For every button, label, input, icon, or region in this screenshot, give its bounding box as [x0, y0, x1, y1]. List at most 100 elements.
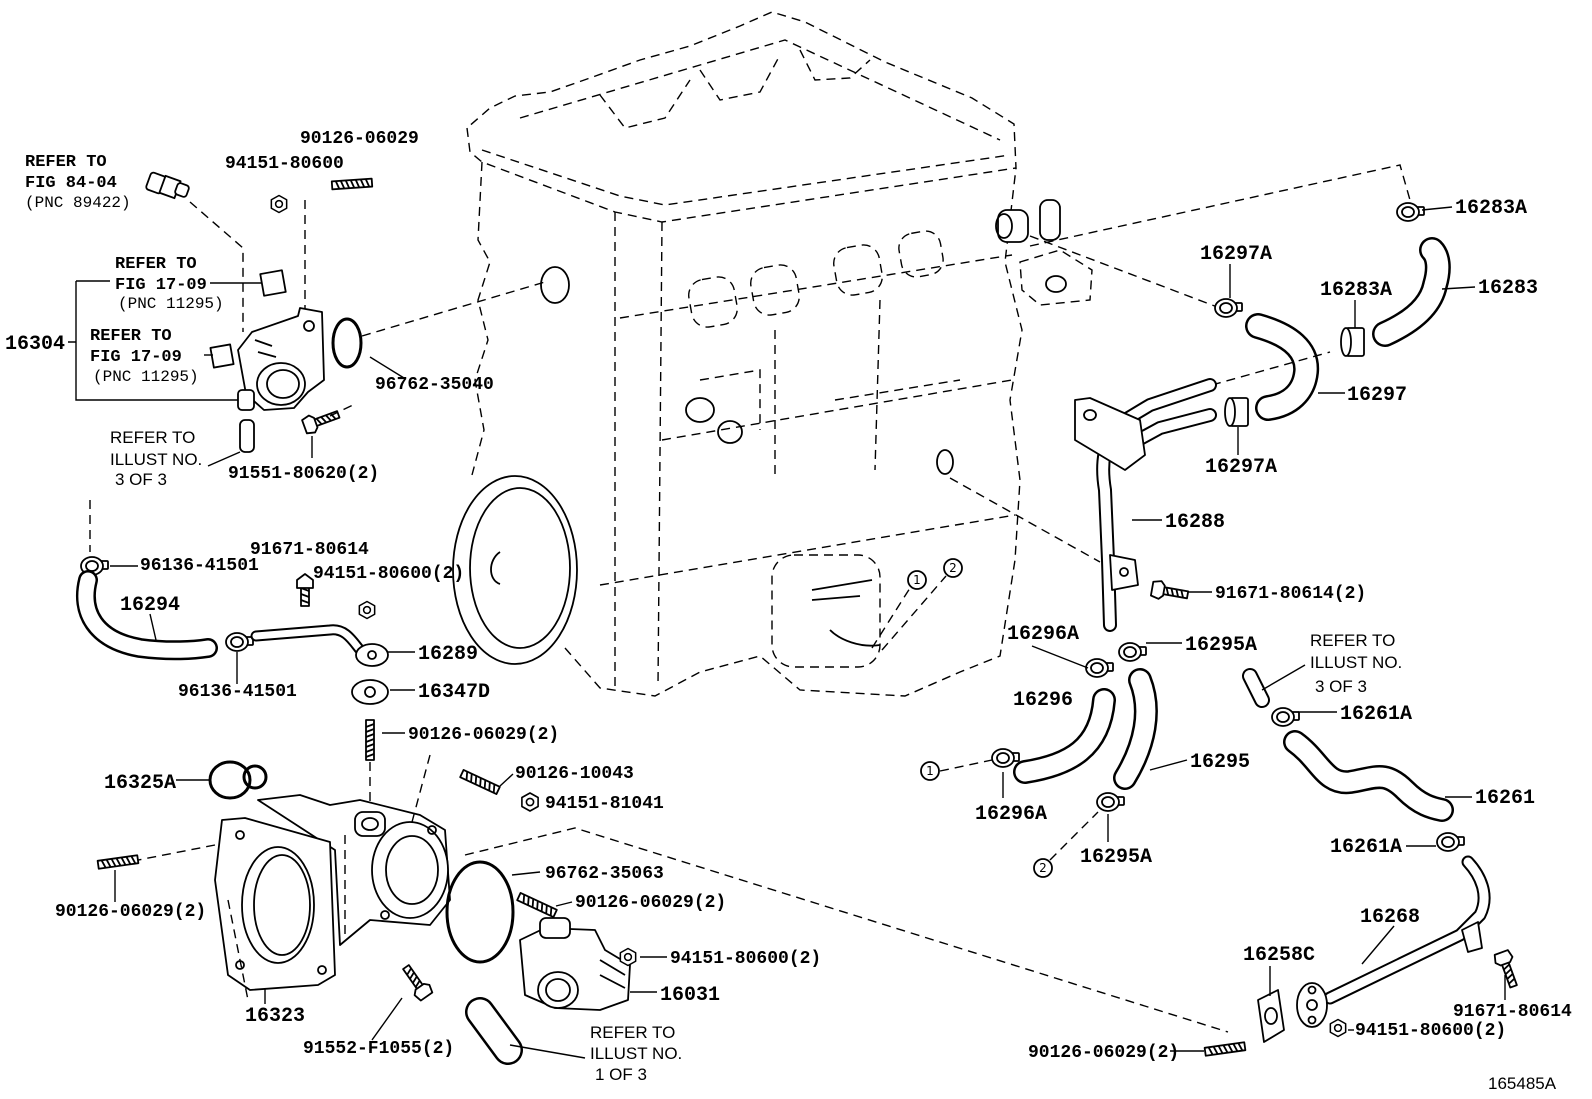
nut-icon — [1329, 1018, 1347, 1038]
o-ring-icon — [242, 764, 268, 790]
part-label: 16295A — [1080, 846, 1152, 869]
hose-end-icon — [465, 997, 523, 1065]
nut-icon — [619, 947, 637, 967]
part-label: 16288 — [1165, 511, 1225, 534]
part-number-labels: 90126-06029 94151-80600 16304 96762-3504… — [5, 129, 1572, 1063]
part-label: 94151-80600 — [225, 154, 344, 174]
marker-1-label: 1 — [913, 573, 921, 587]
marker-2-label: 2 — [949, 561, 957, 575]
part-label: 16297 — [1347, 384, 1407, 407]
part-label: 16325A — [104, 772, 176, 795]
hose-16297 — [1245, 313, 1320, 421]
note-line: REFER TO — [25, 153, 107, 172]
bolt-icon — [1149, 578, 1191, 605]
marker-1-label: 1 — [926, 764, 934, 778]
note-line: 1 OF 3 — [595, 1065, 647, 1084]
part-label: 90126-06029(2) — [55, 902, 206, 922]
stud-icon — [330, 177, 374, 191]
bolt-icon — [300, 405, 343, 437]
hose-clamp-icon — [1271, 707, 1300, 727]
pipe-16268 — [1296, 855, 1491, 1028]
note-line: ILLUST NO. — [590, 1044, 682, 1063]
part-label: 96136-41501 — [178, 682, 297, 702]
hose-clamp-icon — [1085, 658, 1114, 678]
o-ring-icon — [331, 317, 363, 369]
stud-icon — [516, 892, 558, 918]
part-label: 16283 — [1478, 277, 1538, 300]
gasket-16258c — [1257, 989, 1285, 1043]
part-label: 16283A — [1455, 197, 1527, 220]
part-label: 16261A — [1340, 703, 1412, 726]
bolt-icon — [1491, 948, 1523, 991]
stud-icon — [96, 854, 140, 870]
hose-end-icon — [1242, 668, 1270, 708]
marker-2-label: 2 — [1039, 861, 1047, 875]
hose-clamp-icon — [1224, 397, 1249, 427]
part-label: 16296 — [1013, 689, 1073, 712]
refer-note-illust: REFER TO ILLUST NO. 3 OF 3 — [1310, 631, 1402, 696]
part-label: 96136-41501 — [140, 556, 259, 576]
hose-clamp-icon — [1340, 327, 1365, 357]
refer-note-illust: REFER TO ILLUST NO. 1 OF 3 — [590, 1023, 682, 1084]
refer-note-fig-17-09: REFER TO FIG 17-09 (PNC 11295) — [115, 255, 224, 313]
part-label: 90126-06029(2) — [575, 893, 726, 913]
note-line: (PNC 11295) — [118, 295, 224, 313]
part-label: 94151-80600(2) — [313, 564, 464, 584]
hose-16261 — [1283, 730, 1454, 822]
nut-icon — [358, 600, 376, 620]
part-label: 94151-80600(2) — [670, 949, 821, 969]
part-label: 16297A — [1200, 243, 1272, 266]
pipe-16288 — [1074, 378, 1217, 632]
hose-clamp-icon — [1118, 642, 1147, 662]
part-label: 94151-81041 — [545, 794, 664, 814]
stud-icon — [459, 769, 501, 795]
part-label: 16295 — [1190, 751, 1250, 774]
inlet-body — [257, 794, 451, 946]
hose-clamp-icon — [1096, 792, 1125, 812]
note-line: 3 OF 3 — [115, 470, 167, 489]
stud-icon — [365, 719, 375, 761]
hose-end-icon — [239, 419, 255, 453]
part-label: 16323 — [245, 1005, 305, 1028]
o-ring-icon — [445, 860, 515, 964]
figure-code: 165485A — [1488, 1074, 1557, 1093]
marker-2: 2 — [1033, 858, 1053, 878]
note-line: ILLUST NO. — [110, 450, 202, 469]
part-label: 90126-06029(2) — [1028, 1043, 1179, 1063]
part-label: 96762-35040 — [375, 375, 494, 395]
note-line: 3 OF 3 — [1315, 677, 1367, 696]
nut-icon — [270, 194, 288, 214]
hose-16283 — [1372, 237, 1451, 347]
note-line: FIG 17-09 — [90, 348, 182, 367]
note-line: FIG 84-04 — [25, 174, 117, 193]
part-label: 91551-80620(2) — [228, 464, 379, 484]
hose-clamp-icon — [1214, 298, 1243, 318]
note-line: FIG 17-09 — [115, 276, 207, 295]
part-label: 16289 — [418, 643, 478, 666]
note-line: REFER TO — [1310, 631, 1395, 650]
marker-2: 2 — [943, 558, 963, 578]
gasket-16347d — [351, 679, 389, 705]
housing-16323 — [214, 817, 336, 991]
part-label: 91671-80614 — [250, 540, 369, 560]
part-label: 91671-80614(2) — [1215, 584, 1366, 604]
stud-icon — [1203, 1041, 1247, 1057]
part-label: 16258C — [1243, 944, 1315, 967]
hose-16294 — [75, 570, 218, 661]
bolt-icon — [397, 961, 435, 1003]
part-label: 96762-35063 — [545, 864, 664, 884]
part-label: 16294 — [120, 594, 180, 617]
part-label: 90126-06029 — [300, 129, 419, 149]
o-ring-icon — [208, 760, 252, 800]
note-line: REFER TO — [110, 428, 195, 447]
clip-icon — [225, 632, 254, 652]
part-label: 16296A — [975, 803, 1047, 826]
part-label: 16297A — [1205, 456, 1277, 479]
note-line: (PNC 11295) — [93, 368, 199, 386]
sensor-plug — [145, 171, 190, 200]
bolt-icon — [296, 573, 314, 607]
part-label: 16304 — [5, 333, 65, 356]
gasket-icon — [209, 343, 235, 369]
refer-note-fig-17-09: REFER TO FIG 17-09 (PNC 11295) — [90, 327, 199, 386]
